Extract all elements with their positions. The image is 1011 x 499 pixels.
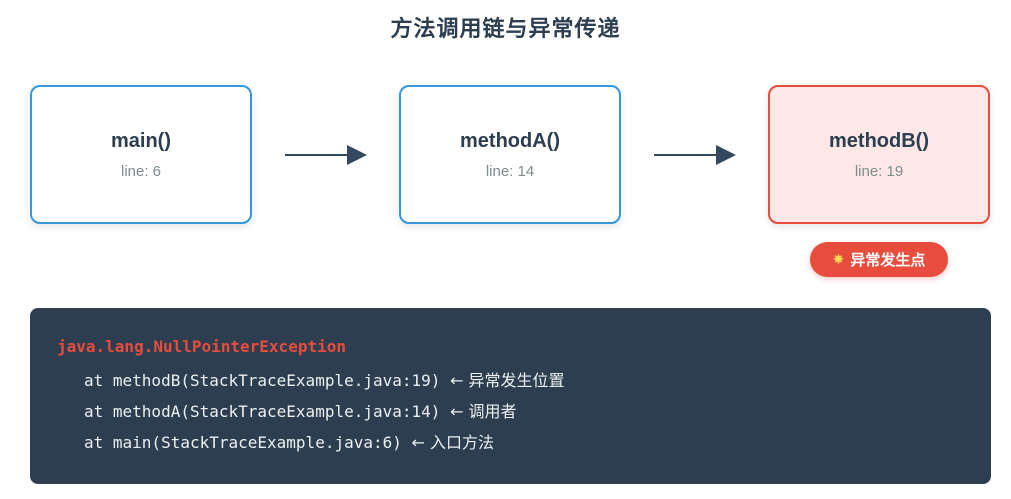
node-method-a: methodA() line: 14 [399,85,621,224]
stack-frame-note: ← 入口方法 [411,433,495,452]
stack-frame: at methodB(StackTraceExample.java:19) ← … [84,367,565,391]
node-method-a-line: line: 14 [485,163,535,180]
stack-frame: at main(StackTraceExample.java:6) ← 入口方法 [84,429,494,453]
node-main-name: main() [111,130,171,152]
stack-trace-panel: java.lang.NullPointerException at method… [30,308,991,484]
node-method-b: methodB() line: 19 [768,85,990,224]
exception-point-badge: ✸ 异常发生点 [810,242,948,277]
arrow-right-icon [654,145,736,165]
node-method-a-name: methodA() [460,130,560,152]
exception-point-label: 异常发生点 [850,252,926,269]
node-main-line: line: 6 [120,163,162,180]
stack-frame: at methodA(StackTraceExample.java:14) ← … [84,398,517,422]
stack-frame-code: at methodA(StackTraceExample.java:14) [84,402,441,421]
node-main: main() line: 6 [30,85,252,224]
stack-frame-note: ← 调用者 [450,402,517,421]
exception-name: java.lang.NullPointerException [57,337,346,356]
burst-icon: ✸ [832,251,845,267]
diagram-title: 方法调用链与异常传递 [390,16,621,41]
node-method-b-line: line: 19 [854,163,904,180]
stack-frame-code: at main(StackTraceExample.java:6) [84,433,402,452]
arrow-right-icon [285,145,367,165]
stack-frame-note: ← 异常发生位置 [450,371,565,390]
node-method-b-name: methodB() [829,130,929,152]
stack-frame-code: at methodB(StackTraceExample.java:19) [84,371,441,390]
